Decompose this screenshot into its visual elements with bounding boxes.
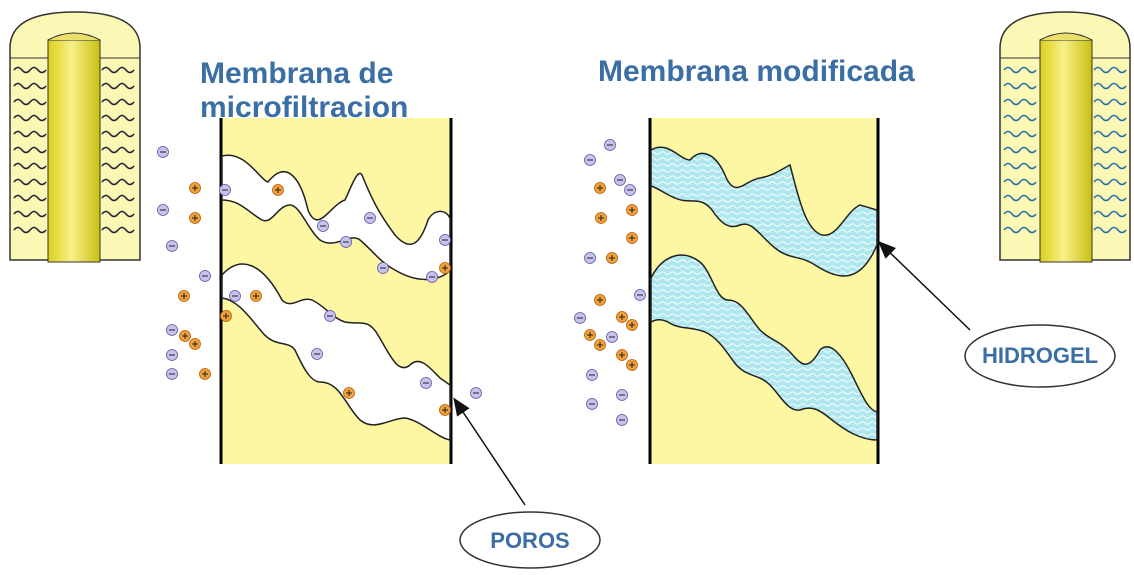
hydrogel-pore <box>650 146 878 277</box>
fiber-cross-section-hydrogel-icon <box>999 11 1131 263</box>
hidrogel-label: HIDROGEL <box>981 343 1099 368</box>
microfiltration-title-line2: microfiltracion <box>200 91 409 124</box>
microfiltration-title-line1: Membrana de <box>200 57 394 90</box>
poros-label: POROS <box>490 528 570 553</box>
poros-arrow <box>453 397 526 506</box>
modified-membrane-title: Membrana modificada <box>598 55 915 88</box>
hidrogel-callout <box>964 324 1116 388</box>
fiber-cross-section-icon <box>9 11 141 263</box>
modified-membrane <box>648 118 880 464</box>
hidrogel-arrow <box>877 240 971 331</box>
pore-channel <box>221 263 451 441</box>
hydrogel-pore <box>650 254 878 441</box>
poros-callout <box>459 511 601 569</box>
